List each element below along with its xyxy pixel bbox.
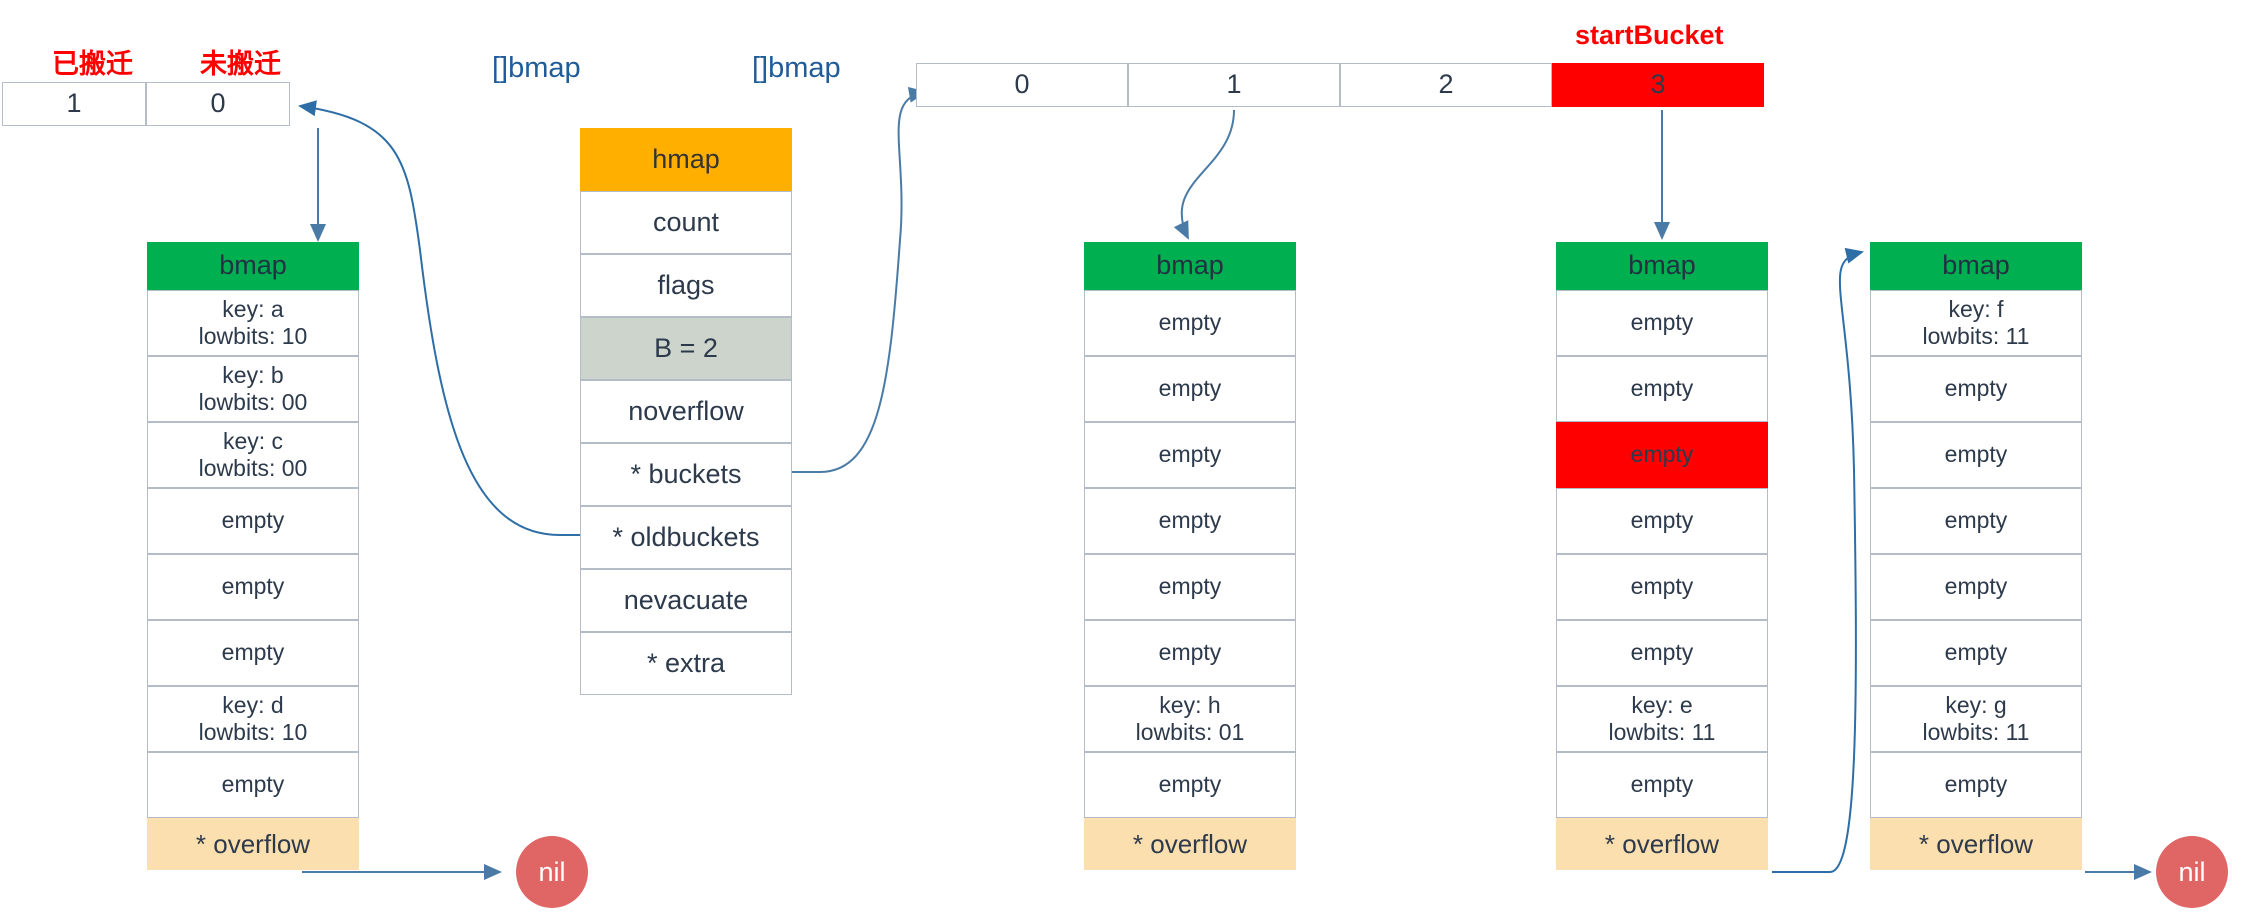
bucket-index-array: 0 1 2 3 bbox=[916, 63, 1764, 107]
bmap-2-title: bmap bbox=[1084, 242, 1296, 290]
bmap-4-slot-3: empty bbox=[1870, 488, 2082, 554]
bmap-3-slot-7: empty bbox=[1556, 752, 1768, 818]
bucket-index-cell-3: 3 bbox=[1552, 63, 1764, 107]
bmap-2-slot-2: empty bbox=[1084, 422, 1296, 488]
caption-buckets-slice: []bmap bbox=[752, 52, 841, 84]
hmap-field-oldbuckets: * oldbuckets bbox=[580, 506, 792, 569]
bmap-1-slot-4: empty bbox=[147, 554, 359, 620]
bmap-2-overflow: * overflow bbox=[1084, 818, 1296, 870]
bucket-index-cell-0: 0 bbox=[916, 63, 1128, 107]
bmap-1-slot-3: empty bbox=[147, 488, 359, 554]
migration-flag-table: 1 0 bbox=[2, 82, 290, 126]
bmap-3-slot-4: empty bbox=[1556, 554, 1768, 620]
bmap-1-slot-5: empty bbox=[147, 620, 359, 686]
bmap-1-title: bmap bbox=[147, 242, 359, 290]
label-start-bucket: startBucket bbox=[1575, 20, 1724, 50]
bmap-4-slot-5: empty bbox=[1870, 620, 2082, 686]
bmap-3-slot-1: empty bbox=[1556, 356, 1768, 422]
nil-node-2: nil bbox=[2156, 836, 2228, 908]
bmap-column-3: bmap empty empty empty empty empty empty… bbox=[1556, 242, 1768, 870]
bucket-index-cell-1: 1 bbox=[1128, 63, 1340, 107]
bmap-3-slot-3: empty bbox=[1556, 488, 1768, 554]
hmap-field-extra: * extra bbox=[580, 632, 792, 695]
hmap-field-nevacuate: nevacuate bbox=[580, 569, 792, 632]
arrow-bmap3-overflow-to-bmap4 bbox=[1772, 247, 1864, 873]
bmap-4-slot-7: empty bbox=[1870, 752, 2082, 818]
nil-node-1: nil bbox=[516, 836, 588, 908]
bmap-3-slot-2: empty bbox=[1556, 422, 1768, 488]
bmap-3-overflow: * overflow bbox=[1556, 818, 1768, 870]
hmap-struct: hmap count flags B = 2 noverflow * bucke… bbox=[580, 128, 792, 695]
caption-oldbuckets-slice: []bmap bbox=[492, 52, 581, 84]
bmap-3-title: bmap bbox=[1556, 242, 1768, 290]
bmap-1-slot-7: empty bbox=[147, 752, 359, 818]
hmap-field-flags: flags bbox=[580, 254, 792, 317]
bmap-4-overflow: * overflow bbox=[1870, 818, 2082, 870]
hmap-field-buckets: * buckets bbox=[580, 443, 792, 506]
bmap-2-slot-1: empty bbox=[1084, 356, 1296, 422]
hmap-title: hmap bbox=[580, 128, 792, 191]
bmap-4-slot-1: empty bbox=[1870, 356, 2082, 422]
label-not-migrated: 未搬迁 bbox=[200, 49, 281, 79]
bucket-index-cell-2: 2 bbox=[1340, 63, 1552, 107]
arrow-buckets-to-array bbox=[792, 86, 927, 473]
bmap-2-slot-3: empty bbox=[1084, 488, 1296, 554]
bmap-4-slot-4: empty bbox=[1870, 554, 2082, 620]
bmap-4-title: bmap bbox=[1870, 242, 2082, 290]
bmap-1-overflow: * overflow bbox=[147, 818, 359, 870]
migration-flag-cell-0: 1 bbox=[2, 82, 146, 126]
hmap-field-count: count bbox=[580, 191, 792, 254]
hmap-field-noverflow: noverflow bbox=[580, 380, 792, 443]
bmap-2-slot-4: empty bbox=[1084, 554, 1296, 620]
bmap-2-slot-7: empty bbox=[1084, 752, 1296, 818]
label-migrated: 已搬迁 bbox=[52, 49, 133, 79]
bmap-3-slot-5: empty bbox=[1556, 620, 1768, 686]
bmap-3-slot-0: empty bbox=[1556, 290, 1768, 356]
arrow-bucket1-to-bmap2 bbox=[1173, 109, 1235, 240]
migration-flag-cell-1: 0 bbox=[146, 82, 290, 126]
bmap-column-2: bmap empty empty empty empty empty empty… bbox=[1084, 242, 1296, 870]
bmap-2-slot-0: empty bbox=[1084, 290, 1296, 356]
bmap-4-slot-2: empty bbox=[1870, 422, 2082, 488]
bmap-2-slot-5: empty bbox=[1084, 620, 1296, 686]
hmap-field-b: B = 2 bbox=[580, 317, 792, 380]
